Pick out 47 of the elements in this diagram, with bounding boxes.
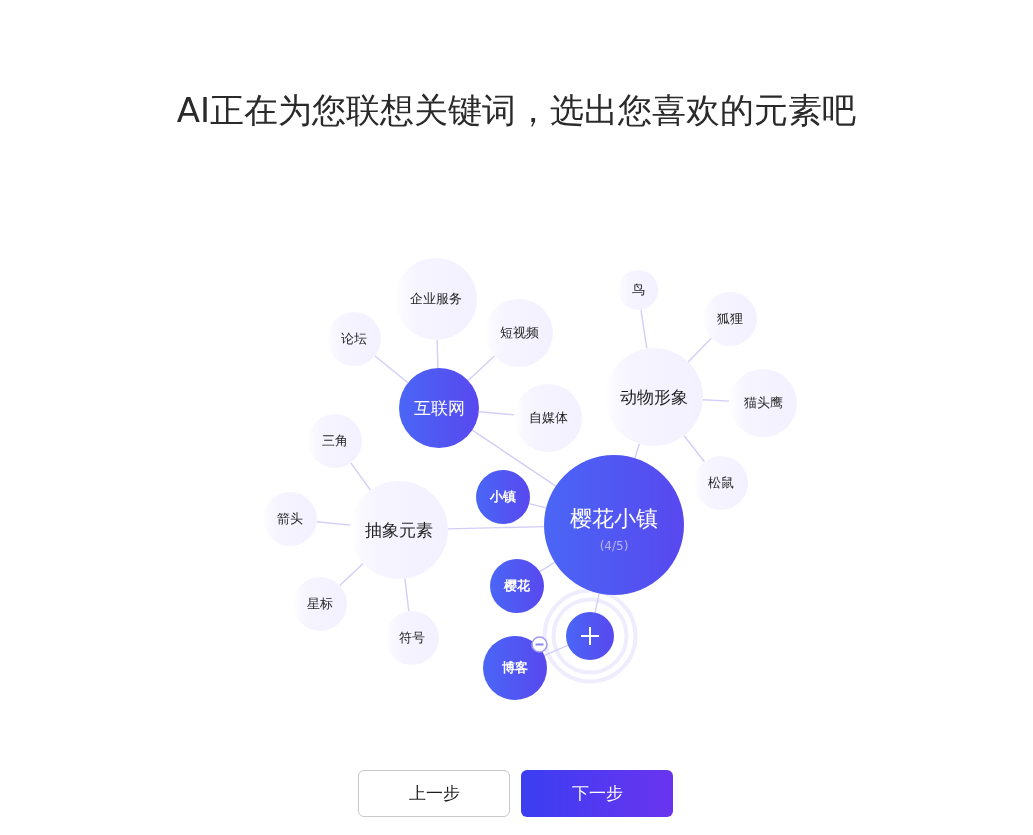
next-button: 下一步 [521,770,673,817]
bubble-label: 狐狸 [717,311,743,327]
connector-line [528,502,547,509]
bubble-label: 鸟 [631,282,645,298]
bubble-label: 动物形象 [620,387,688,407]
bubble-label: 小镇 [490,489,516,505]
bubble-label: 三角 [322,433,348,449]
connector-line [640,309,648,350]
connector-line [436,339,439,369]
connector-line [702,399,730,402]
connector-line [467,355,495,382]
bubble-label: 企业服务 [410,291,462,307]
bubble-label: 樱花 [504,578,530,594]
page-title: AI正在为您联想关键词，选出您喜欢的元素吧 [176,89,857,132]
connector-line [316,521,351,526]
count-label: (4/5) [599,538,629,554]
bubble-label: 互联网 [413,398,465,418]
bubble-label: 星标 [307,596,333,612]
back-button: 上一步 [358,770,510,817]
connector-line [447,525,545,530]
connector-line [471,429,557,487]
keyword-bubble [618,270,658,310]
connector-line [478,411,515,416]
keyword-bubble [476,470,530,524]
bubble-label: 樱花小镇 [570,506,658,532]
bubble-label: 论坛 [341,331,367,347]
connector-line [683,435,706,463]
add-button [566,612,614,660]
connector-line [634,443,641,459]
bubble-label: 博客 [502,660,528,676]
bubble-label: 箭头 [277,511,303,527]
connector-line [594,592,600,614]
connector-line [404,577,410,612]
connector-line [374,355,409,384]
connector-line [687,337,712,363]
bubble-label: 自媒体 [528,410,568,426]
connector-line [350,462,372,491]
connector-line [339,562,364,587]
bubble-label: 松鼠 [708,475,734,491]
connector-line [543,644,569,657]
bubble-label: 猫头鹰 [743,395,783,411]
bubble-label: 短视频 [499,325,539,341]
bubble-label: 符号 [399,630,425,646]
connector-line [539,561,556,573]
keyword-bubble [490,559,544,613]
bubble-label: 抽象元素 [365,520,433,540]
keyword-bubble [483,636,547,700]
